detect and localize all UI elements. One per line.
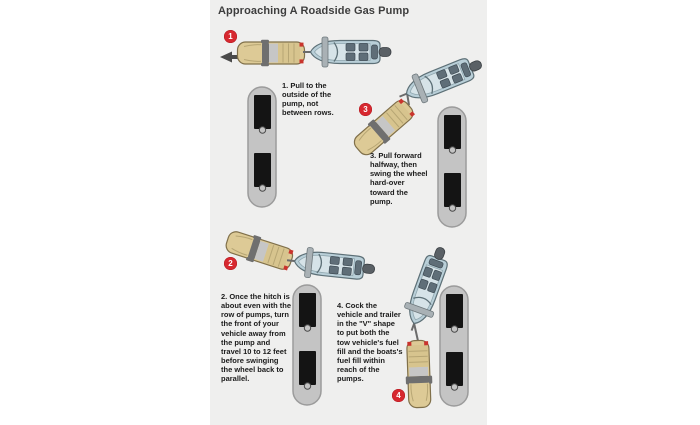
tow-vehicle-icon (403, 339, 434, 409)
step-1-rig (220, 36, 392, 68)
step-4-badge: 4 (392, 389, 405, 402)
instruction-panel: Approaching A Roadside Gas Pump (210, 0, 487, 425)
hitch-line (413, 322, 419, 342)
step-3-text: 3. Pull forward halfway, then swing the … (370, 151, 428, 206)
step-3-rig (349, 48, 487, 161)
gas-pump-island (439, 285, 469, 407)
diagram-canvas (220, 36, 487, 409)
step-2-badge: 2 (224, 257, 237, 270)
diagram-title: Approaching A Roadside Gas Pump (218, 5, 410, 17)
step-4-rig (396, 241, 457, 409)
gas-pump-island (437, 106, 467, 228)
step-2-rig (222, 227, 378, 286)
step-1-text: 1. Pull to the outside of the pump, not … (282, 81, 334, 118)
boat-on-trailer-icon (302, 36, 392, 68)
boat-on-trailer-icon (284, 244, 378, 286)
gas-pump-island (292, 284, 322, 406)
step-3-badge: 3 (359, 103, 372, 116)
gas-pump-island (247, 86, 277, 208)
tow-vehicle-icon (236, 39, 306, 67)
step-4-text: 4. Cock the vehicle and trailer in the "… (337, 301, 403, 384)
step-2-text: 2. Once the hitch is about even with the… (221, 292, 292, 384)
step-1-badge: 1 (224, 30, 237, 43)
